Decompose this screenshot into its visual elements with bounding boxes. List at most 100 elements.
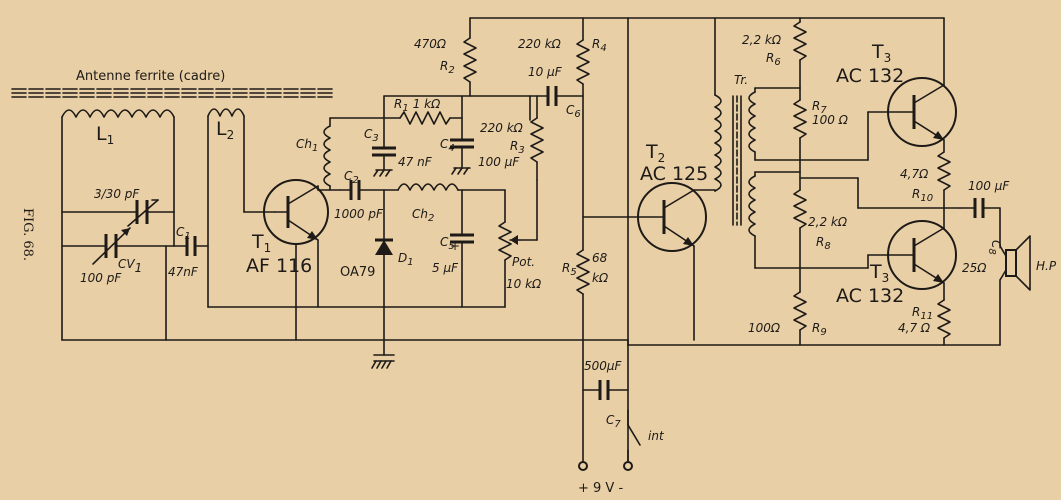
capacitor-C1 bbox=[173, 236, 209, 256]
R8-value: 2,2 kΩ bbox=[808, 215, 848, 229]
transistor-T2 bbox=[582, 182, 707, 252]
transistor-T3-lower bbox=[867, 220, 957, 290]
Tr-label: Tr. bbox=[734, 73, 748, 87]
coil-L2 bbox=[207, 108, 276, 308]
T1-type: AF 116 bbox=[246, 255, 312, 277]
D1-label: D1 bbox=[398, 251, 414, 268]
capacitor-C2 bbox=[339, 180, 399, 200]
resistor-R10 bbox=[937, 139, 951, 209]
R9-label: R9 bbox=[812, 321, 827, 338]
R2-label: R2 bbox=[440, 59, 455, 76]
cv-value: 100 pF bbox=[80, 271, 122, 285]
choke-Ch1 bbox=[317, 117, 341, 191]
capacitor-C6 bbox=[529, 86, 584, 106]
capacitor-C8 bbox=[959, 198, 1001, 247]
T3b-label: T3 bbox=[869, 261, 889, 285]
plus-mark: + bbox=[450, 239, 460, 253]
R5-value-a: 68 bbox=[592, 251, 608, 265]
R10-label: R10 bbox=[912, 187, 933, 204]
R4-label: R4 bbox=[592, 37, 607, 54]
R7-value: 100 Ω bbox=[812, 113, 849, 127]
C1-value: 47nF bbox=[168, 265, 199, 279]
R6-value: 2,2 kΩ bbox=[742, 33, 782, 47]
R3-label: R3 bbox=[510, 139, 525, 156]
capacitor-C4 bbox=[450, 138, 474, 175]
antenna-label: Antenne ferrite (cadre) bbox=[76, 69, 225, 84]
C6-value: 10 μF bbox=[528, 65, 563, 79]
resistor-R3 bbox=[529, 95, 544, 181]
C5-value: 5 μF bbox=[432, 261, 459, 275]
R3-value: 220 kΩ bbox=[480, 121, 524, 135]
resistor-R8 bbox=[793, 171, 807, 269]
C1-label: C1 bbox=[176, 225, 191, 242]
R4-value: 220 kΩ bbox=[518, 37, 562, 51]
resistor-R1 bbox=[383, 95, 531, 125]
R9-value: 100Ω bbox=[748, 321, 781, 335]
C8-label: C8 bbox=[986, 240, 1003, 255]
capacitor-C3 bbox=[372, 95, 396, 177]
switch-int bbox=[623, 409, 641, 471]
switch-label: int bbox=[648, 429, 665, 443]
T3a-type: AC 132 bbox=[836, 65, 904, 87]
T2-label: T2 bbox=[645, 141, 665, 165]
C4-value: 100 μF bbox=[478, 155, 520, 169]
R2-value: 470Ω bbox=[414, 37, 447, 51]
coil-L1 bbox=[61, 109, 175, 341]
trimmer-capacitor bbox=[61, 199, 175, 227]
C7-label: C7 bbox=[606, 413, 621, 430]
C2-value: 1000 pF bbox=[334, 207, 384, 221]
C8-value: 100 μF bbox=[968, 179, 1010, 193]
resistor-R11 bbox=[937, 282, 951, 346]
loudspeaker bbox=[999, 235, 1031, 346]
R6-label: R6 bbox=[766, 51, 781, 68]
T3a-label: T3 bbox=[871, 41, 891, 65]
C5-label: C5 bbox=[440, 235, 455, 252]
hp-label: H.P bbox=[1036, 259, 1057, 273]
resistor-R7 bbox=[793, 87, 807, 173]
trimmer-label: 3/30 pF bbox=[94, 187, 140, 201]
R7-label: R7 bbox=[812, 99, 827, 116]
capacitor-C5 bbox=[450, 189, 474, 308]
D1-type: OA79 bbox=[340, 265, 375, 280]
Ch1-label: Ch1 bbox=[296, 137, 318, 154]
resistor-R5 bbox=[576, 249, 590, 471]
resistor-R9 bbox=[793, 267, 807, 346]
supply-label: + 9 V - bbox=[578, 481, 623, 496]
R10-value: 4,7Ω bbox=[900, 167, 929, 181]
cv-label: CV1 bbox=[118, 257, 142, 275]
R5-value-b: kΩ bbox=[592, 271, 609, 285]
R11-value: 4,7 Ω bbox=[898, 321, 931, 335]
pot-label: Pot. bbox=[512, 255, 535, 269]
ground-symbol bbox=[371, 354, 395, 369]
transformer-Tr bbox=[714, 17, 756, 237]
T2-type: AC 125 bbox=[640, 163, 708, 185]
R5-label: R5 bbox=[562, 261, 577, 278]
resistor-R4 bbox=[576, 17, 590, 251]
C6-label: C6 bbox=[566, 103, 581, 120]
potentiometer bbox=[498, 179, 538, 308]
L1-label: L1 bbox=[96, 123, 114, 147]
hp-impedance: 25Ω bbox=[962, 261, 987, 275]
transistor-T3-upper bbox=[867, 77, 957, 147]
ferrite-antenna-rod bbox=[11, 88, 335, 98]
pot-value: 10 kΩ bbox=[506, 277, 542, 291]
Ch2-label: Ch2 bbox=[412, 207, 434, 224]
C4-label: C4 bbox=[440, 137, 455, 154]
T1-label: T1 bbox=[251, 231, 271, 255]
C3-value: 47 nF bbox=[398, 155, 433, 169]
C3-label: C3 bbox=[364, 127, 379, 144]
R11-label: R11 bbox=[912, 305, 933, 322]
capacitor-C7 bbox=[582, 380, 629, 400]
choke-Ch2 bbox=[397, 183, 506, 191]
C7-value: 500μF bbox=[584, 359, 623, 373]
L2-label: L2 bbox=[216, 118, 234, 142]
T3b-type: AC 132 bbox=[836, 285, 904, 307]
C2-label: C2 bbox=[344, 169, 359, 186]
variable-capacitor-cv1 bbox=[61, 227, 175, 265]
diode-D1 bbox=[375, 189, 393, 356]
R8-label: R8 bbox=[816, 235, 831, 252]
